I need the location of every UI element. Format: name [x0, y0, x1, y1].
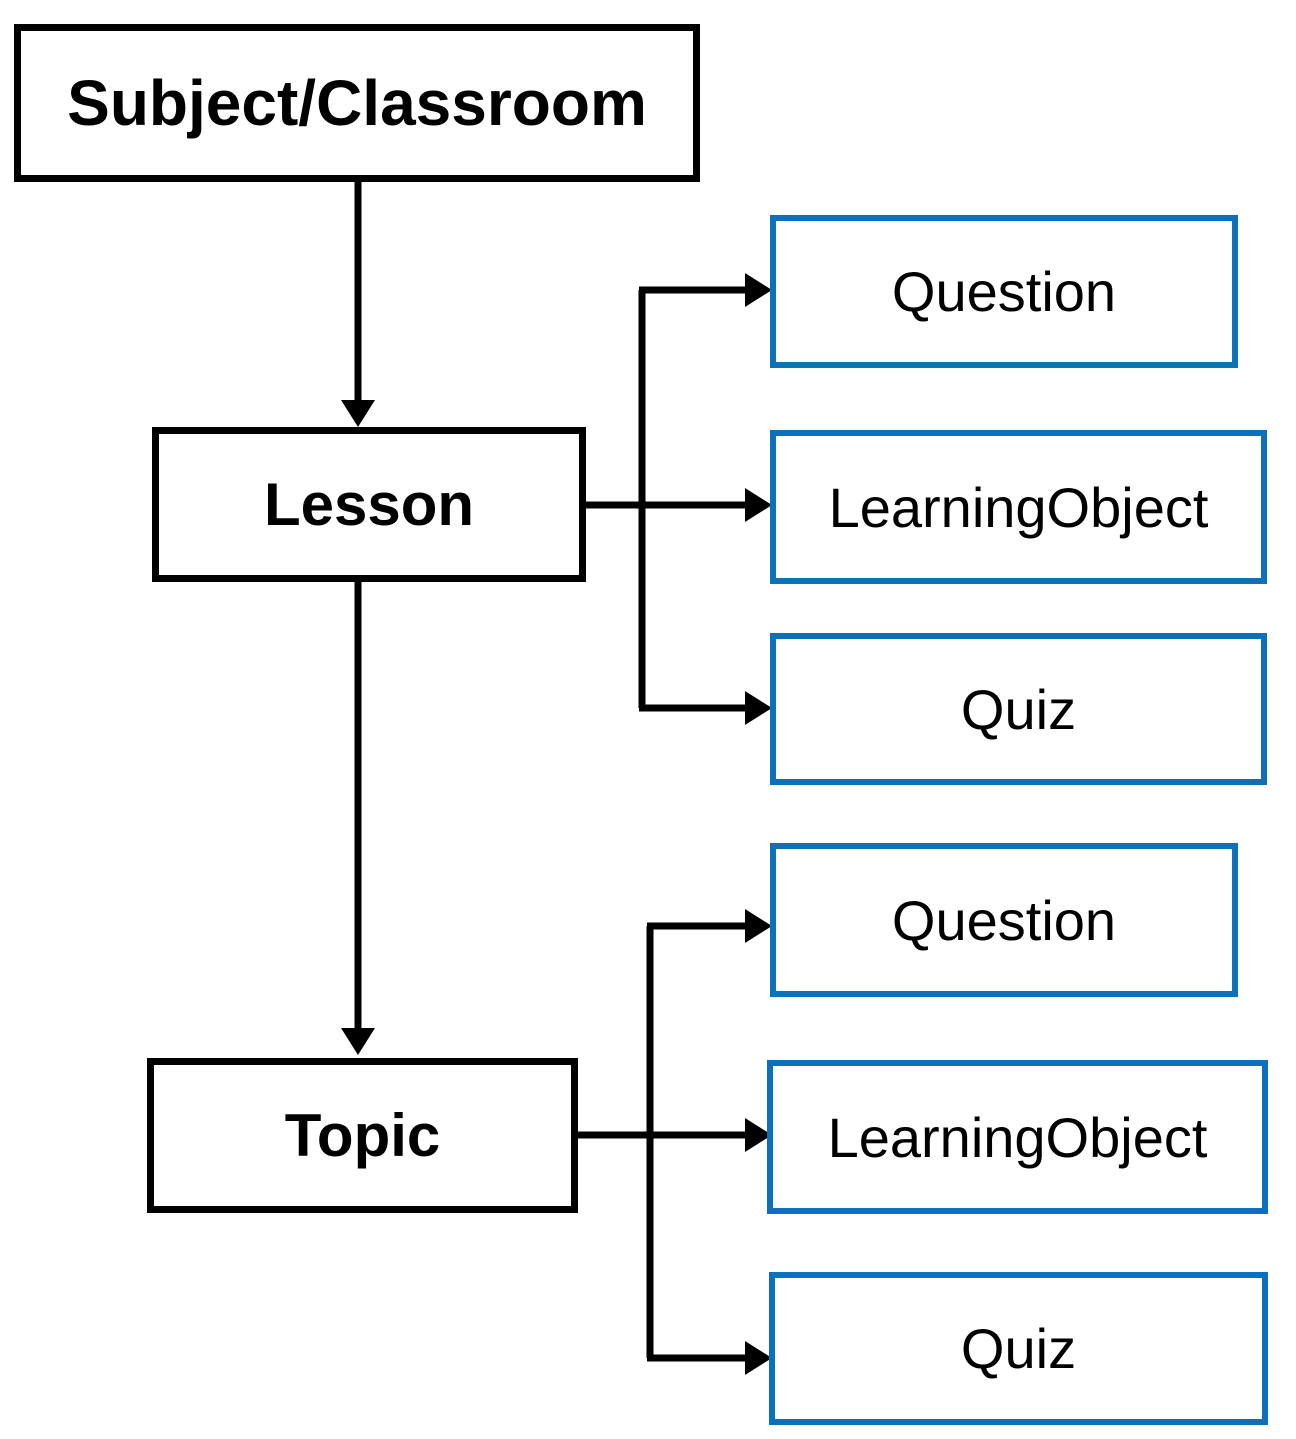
- node-lesson: Lesson: [152, 427, 586, 582]
- node-lesson-question: Question: [770, 215, 1238, 368]
- node-subject-classroom-label: Subject/Classroom: [67, 67, 647, 139]
- node-lesson-learningobject-label: LearningObject: [828, 475, 1209, 539]
- node-topic-quiz-label: Quiz: [960, 1317, 1077, 1380]
- node-topic-label: Topic: [284, 1102, 441, 1169]
- node-subject-classroom: Subject/Classroom: [14, 24, 700, 182]
- node-topic: Topic: [147, 1058, 578, 1213]
- lesson-to-question-arrowhead: [745, 273, 772, 307]
- node-topic-learningobject: LearningObject: [767, 1060, 1268, 1214]
- subject-to-lesson-arrowhead: [341, 400, 375, 427]
- node-lesson-question-label: Question: [891, 260, 1117, 323]
- node-topic-question-label: Question: [891, 888, 1117, 952]
- node-lesson-quiz-label: Quiz: [960, 677, 1077, 741]
- lesson-to-learningobject-arrowhead: [745, 488, 772, 522]
- node-topic-quiz: Quiz: [769, 1272, 1268, 1425]
- node-lesson-quiz: Quiz: [770, 633, 1267, 785]
- node-topic-learningobject-label: LearningObject: [827, 1105, 1208, 1169]
- lesson-to-quiz-arrowhead: [745, 691, 772, 725]
- lesson-to-topic-arrowhead: [341, 1028, 375, 1055]
- topic-to-question-arrowhead: [745, 909, 772, 943]
- node-lesson-label: Lesson: [263, 471, 475, 538]
- topic-to-learningobject-arrowhead: [745, 1118, 772, 1152]
- node-lesson-learningobject: LearningObject: [770, 430, 1267, 584]
- node-topic-question: Question: [770, 843, 1238, 997]
- topic-to-quiz-arrowhead: [745, 1341, 772, 1375]
